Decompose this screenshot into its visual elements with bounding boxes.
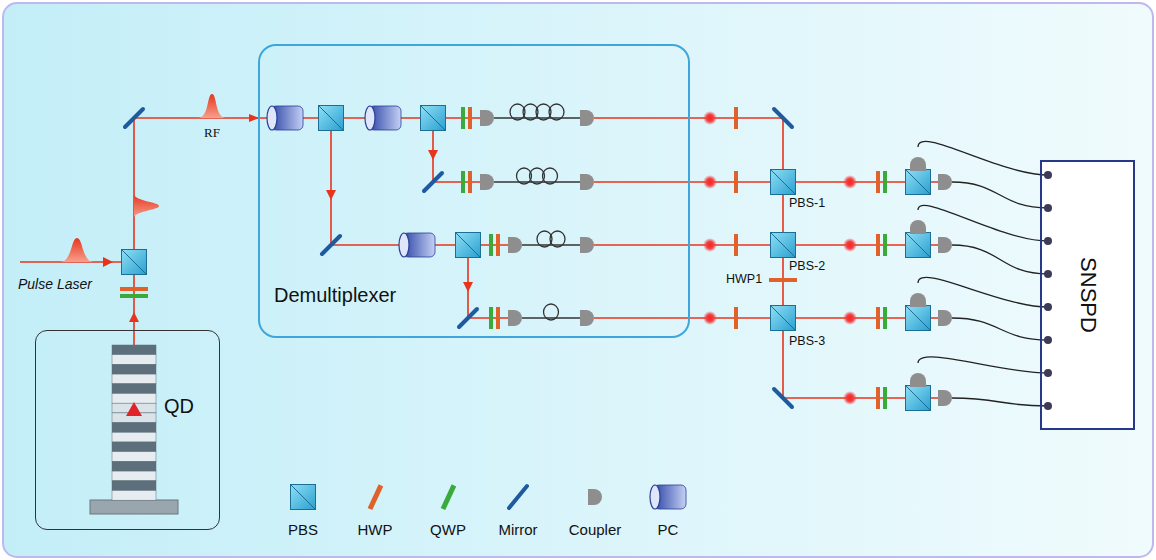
component-label: PBS-1 — [789, 196, 825, 210]
polarization-controllers — [267, 106, 686, 509]
signal-label: RF — [204, 126, 220, 141]
fibers — [918, 141, 1048, 406]
detector-box: SNSPD — [1040, 160, 1135, 430]
panel — [3, 3, 1153, 557]
detector-ports — [1044, 171, 1052, 410]
node-label: Demultiplexer — [274, 284, 396, 307]
dbr-layer — [112, 423, 156, 433]
dbr-layer — [112, 442, 156, 452]
demultiplexer-box: Demultiplexer — [258, 44, 690, 338]
couplers — [480, 110, 952, 505]
dbr-layer — [112, 471, 156, 481]
fiber-loop — [544, 304, 559, 320]
dbr-layer — [112, 374, 156, 384]
dbr-layer — [112, 364, 156, 374]
dbr-layer — [112, 345, 156, 355]
dbr-layer — [112, 461, 156, 471]
legend-text: Mirror — [498, 521, 537, 538]
dbr-layer — [112, 355, 156, 365]
dbr-layer — [112, 452, 156, 462]
dbr-layer — [112, 481, 156, 491]
fiber-coils — [494, 104, 580, 320]
pbs-cubes — [122, 106, 931, 510]
red-dots — [703, 111, 857, 405]
quantum-dot — [126, 402, 142, 416]
fiber-loop — [543, 168, 558, 184]
mirrors — [125, 109, 792, 508]
legend-text: Coupler — [569, 521, 622, 538]
dbr-layer — [112, 384, 156, 394]
legend-text: HWP — [358, 521, 393, 538]
laser-beams — [20, 118, 938, 398]
component-label: HWP1 — [726, 272, 762, 286]
source-label: Pulse Laser — [18, 276, 92, 292]
beam-arrows — [103, 150, 473, 322]
dbr-layer — [112, 491, 156, 501]
dbr-layer — [112, 432, 156, 442]
laser-beam — [134, 118, 258, 330]
legend-text: QWP — [430, 521, 466, 538]
fiber-loop — [550, 231, 565, 247]
legend-text: PBS — [288, 521, 318, 538]
dbr-layer — [112, 394, 156, 404]
fiber-loop — [549, 104, 564, 120]
component-label: PBS-3 — [789, 334, 825, 348]
component-label: PBS-2 — [789, 259, 825, 273]
micropillar — [90, 345, 178, 514]
node-label: SNSPD — [1075, 257, 1100, 333]
fiber — [522, 317, 580, 318]
fiber — [494, 117, 580, 118]
legend-text: PC — [658, 521, 679, 538]
snspd-fill — [1040, 160, 1135, 430]
pulses — [60, 94, 226, 262]
node-label: QD — [164, 395, 194, 418]
fiber — [522, 244, 580, 245]
fiber — [494, 181, 580, 182]
qd-chamber: QD — [35, 330, 220, 530]
wave-plates — [120, 107, 887, 510]
